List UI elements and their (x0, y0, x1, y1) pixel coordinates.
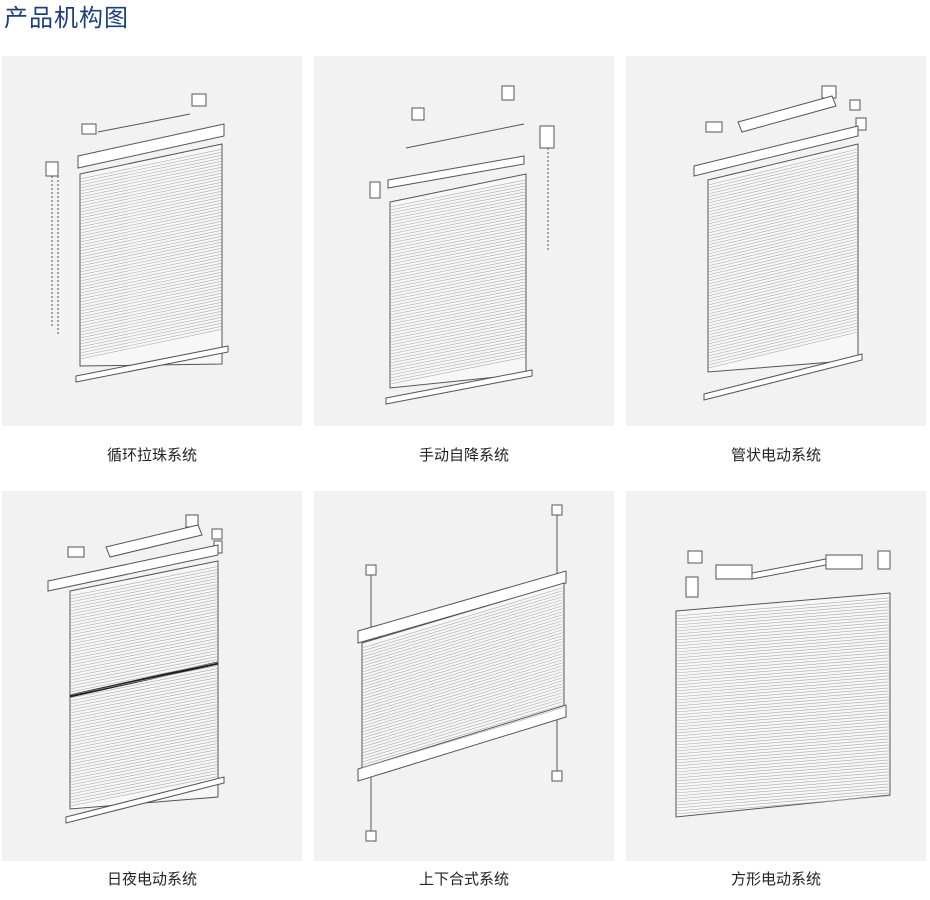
caption-bead-chain: 循环拉珠系统 (106, 446, 197, 464)
manual-self-descending-diagram (369, 85, 555, 405)
product-card-bead-chain[interactable] (2, 56, 302, 426)
product-card-top-down-bottom-up[interactable] (314, 491, 614, 861)
product-card-tubular-motor[interactable] (626, 56, 926, 426)
caption-tubular-motor: 管状电动系统 (730, 446, 821, 464)
top-down-bottom-up-diagram (357, 504, 567, 842)
caption-day-night: 日夜电动系统 (106, 870, 197, 888)
product-card-day-night[interactable] (2, 491, 302, 861)
tubular-motor-system-diagram (693, 85, 867, 401)
page-title: 产品机构图 (4, 4, 129, 32)
bead-chain-system-diagram (45, 93, 229, 383)
caption-manual: 手动自降系统 (418, 446, 509, 464)
caption-top-down-bottom-up: 上下合式系统 (418, 870, 509, 888)
caption-square-motor: 方形电动系统 (730, 870, 821, 888)
square-motor-system-diagram (675, 550, 891, 818)
day-night-motor-system-diagram (47, 514, 225, 824)
product-card-square-motor[interactable] (626, 491, 926, 861)
product-card-manual[interactable] (314, 56, 614, 426)
